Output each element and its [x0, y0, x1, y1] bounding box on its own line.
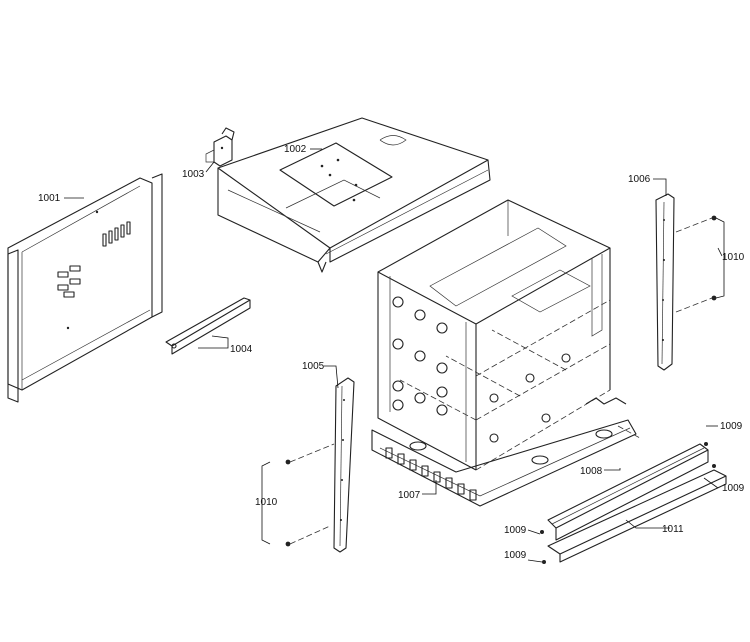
bottom-tray-1007 — [371, 397, 641, 507]
label-1005: 1005 — [302, 361, 325, 372]
label-1009-left-a: 1009 — [504, 525, 527, 536]
label-1010-left: 1010 — [255, 497, 278, 508]
part-labels: 1001 1002 1003 1004 1005 1006 1007 1008 … — [38, 144, 745, 561]
front-rail-1008 — [547, 443, 709, 541]
wall-bosses — [392, 296, 448, 416]
top-cover-1002 — [217, 117, 491, 273]
label-1006: 1006 — [628, 174, 651, 185]
floor-bosses — [489, 353, 571, 443]
label-1008: 1008 — [580, 466, 603, 477]
label-1004: 1004 — [230, 344, 253, 355]
vent-slots — [102, 221, 131, 247]
bracket-1003 — [205, 127, 235, 167]
label-1009-right: 1009 — [722, 483, 745, 494]
label-1002: 1002 — [284, 144, 307, 155]
label-1009-left-b: 1009 — [504, 550, 527, 561]
label-1003: 1003 — [182, 169, 205, 180]
label-1001: 1001 — [38, 193, 61, 204]
vent-cluster — [57, 265, 81, 298]
screws — [285, 215, 717, 564]
label-1007: 1007 — [398, 490, 421, 501]
oven-housing — [377, 199, 611, 471]
side-panel-1001 — [7, 173, 163, 403]
left-upright-1005 — [333, 377, 355, 553]
label-1009-top: 1009 — [720, 421, 743, 432]
leader-lines — [64, 148, 725, 563]
right-upright-1006 — [655, 193, 675, 371]
label-1010-right: 1010 — [722, 252, 745, 263]
lower-rail-1011 — [547, 469, 727, 563]
tray-feet — [385, 447, 477, 501]
rail-1004 — [165, 297, 251, 355]
label-1011: 1011 — [662, 524, 684, 535]
